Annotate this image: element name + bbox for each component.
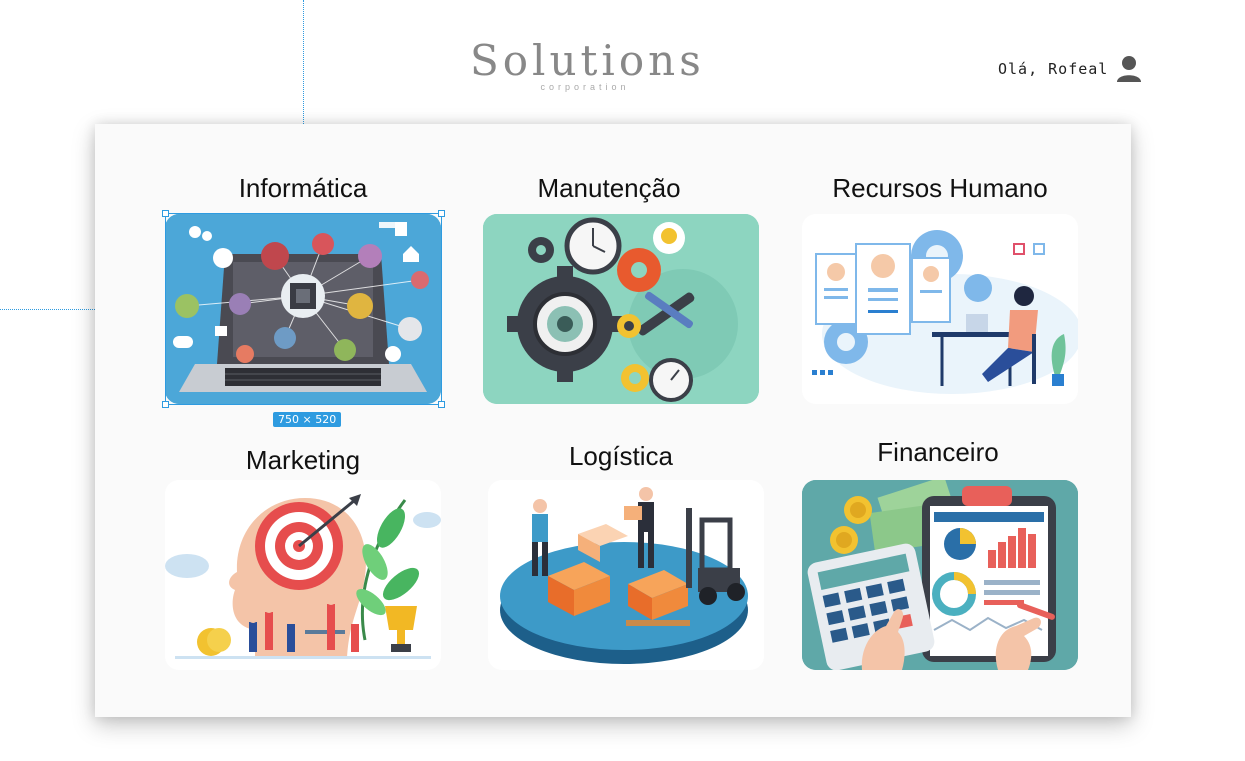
image-size-badge: 750 × 520 <box>273 412 342 427</box>
category-title-informatica: Informática <box>238 173 368 203</box>
category-card-informatica[interactable] <box>165 214 441 404</box>
finance-calculator-illustration <box>802 480 1078 670</box>
logistics-warehouse-illustration <box>488 480 764 670</box>
user-greeting: Olá, Rofeal <box>998 60 1109 78</box>
marketing-target-illustration <box>165 480 441 670</box>
resize-handle-top-right[interactable] <box>438 210 445 217</box>
image-selection-frame[interactable] <box>162 210 445 408</box>
category-title-logistica: Logística <box>568 441 674 471</box>
category-title-financeiro: Financeiro <box>877 437 999 467</box>
category-title-manutencao: Manutenção <box>537 173 681 203</box>
hr-resumes-illustration <box>802 214 1078 404</box>
resize-handle-bottom-right[interactable] <box>438 401 445 408</box>
resize-handle-bottom-left[interactable] <box>162 401 169 408</box>
brand-name: Solutions <box>470 36 705 85</box>
user-menu[interactable]: Olá, Rofeal <box>998 54 1142 84</box>
gears-tools-illustration <box>483 214 759 404</box>
brand-subtitle: corporation <box>540 82 630 92</box>
category-card-recursos-humano[interactable] <box>802 214 1078 404</box>
category-title-marketing: Marketing <box>245 445 361 475</box>
vertical-guide-line <box>303 0 304 210</box>
category-card-logistica[interactable] <box>488 480 764 670</box>
category-card-marketing[interactable] <box>165 480 441 670</box>
user-icon[interactable] <box>1116 54 1142 84</box>
horizontal-guide-line <box>0 309 165 310</box>
brand-logo[interactable]: Solutions corporation <box>470 36 705 93</box>
category-card-financeiro[interactable] <box>802 480 1078 670</box>
category-card-manutencao[interactable] <box>483 214 759 404</box>
resize-handle-top-left[interactable] <box>162 210 169 217</box>
computer-network-illustration <box>165 214 441 404</box>
category-title-recursos-humano: Recursos Humano <box>832 173 1048 203</box>
